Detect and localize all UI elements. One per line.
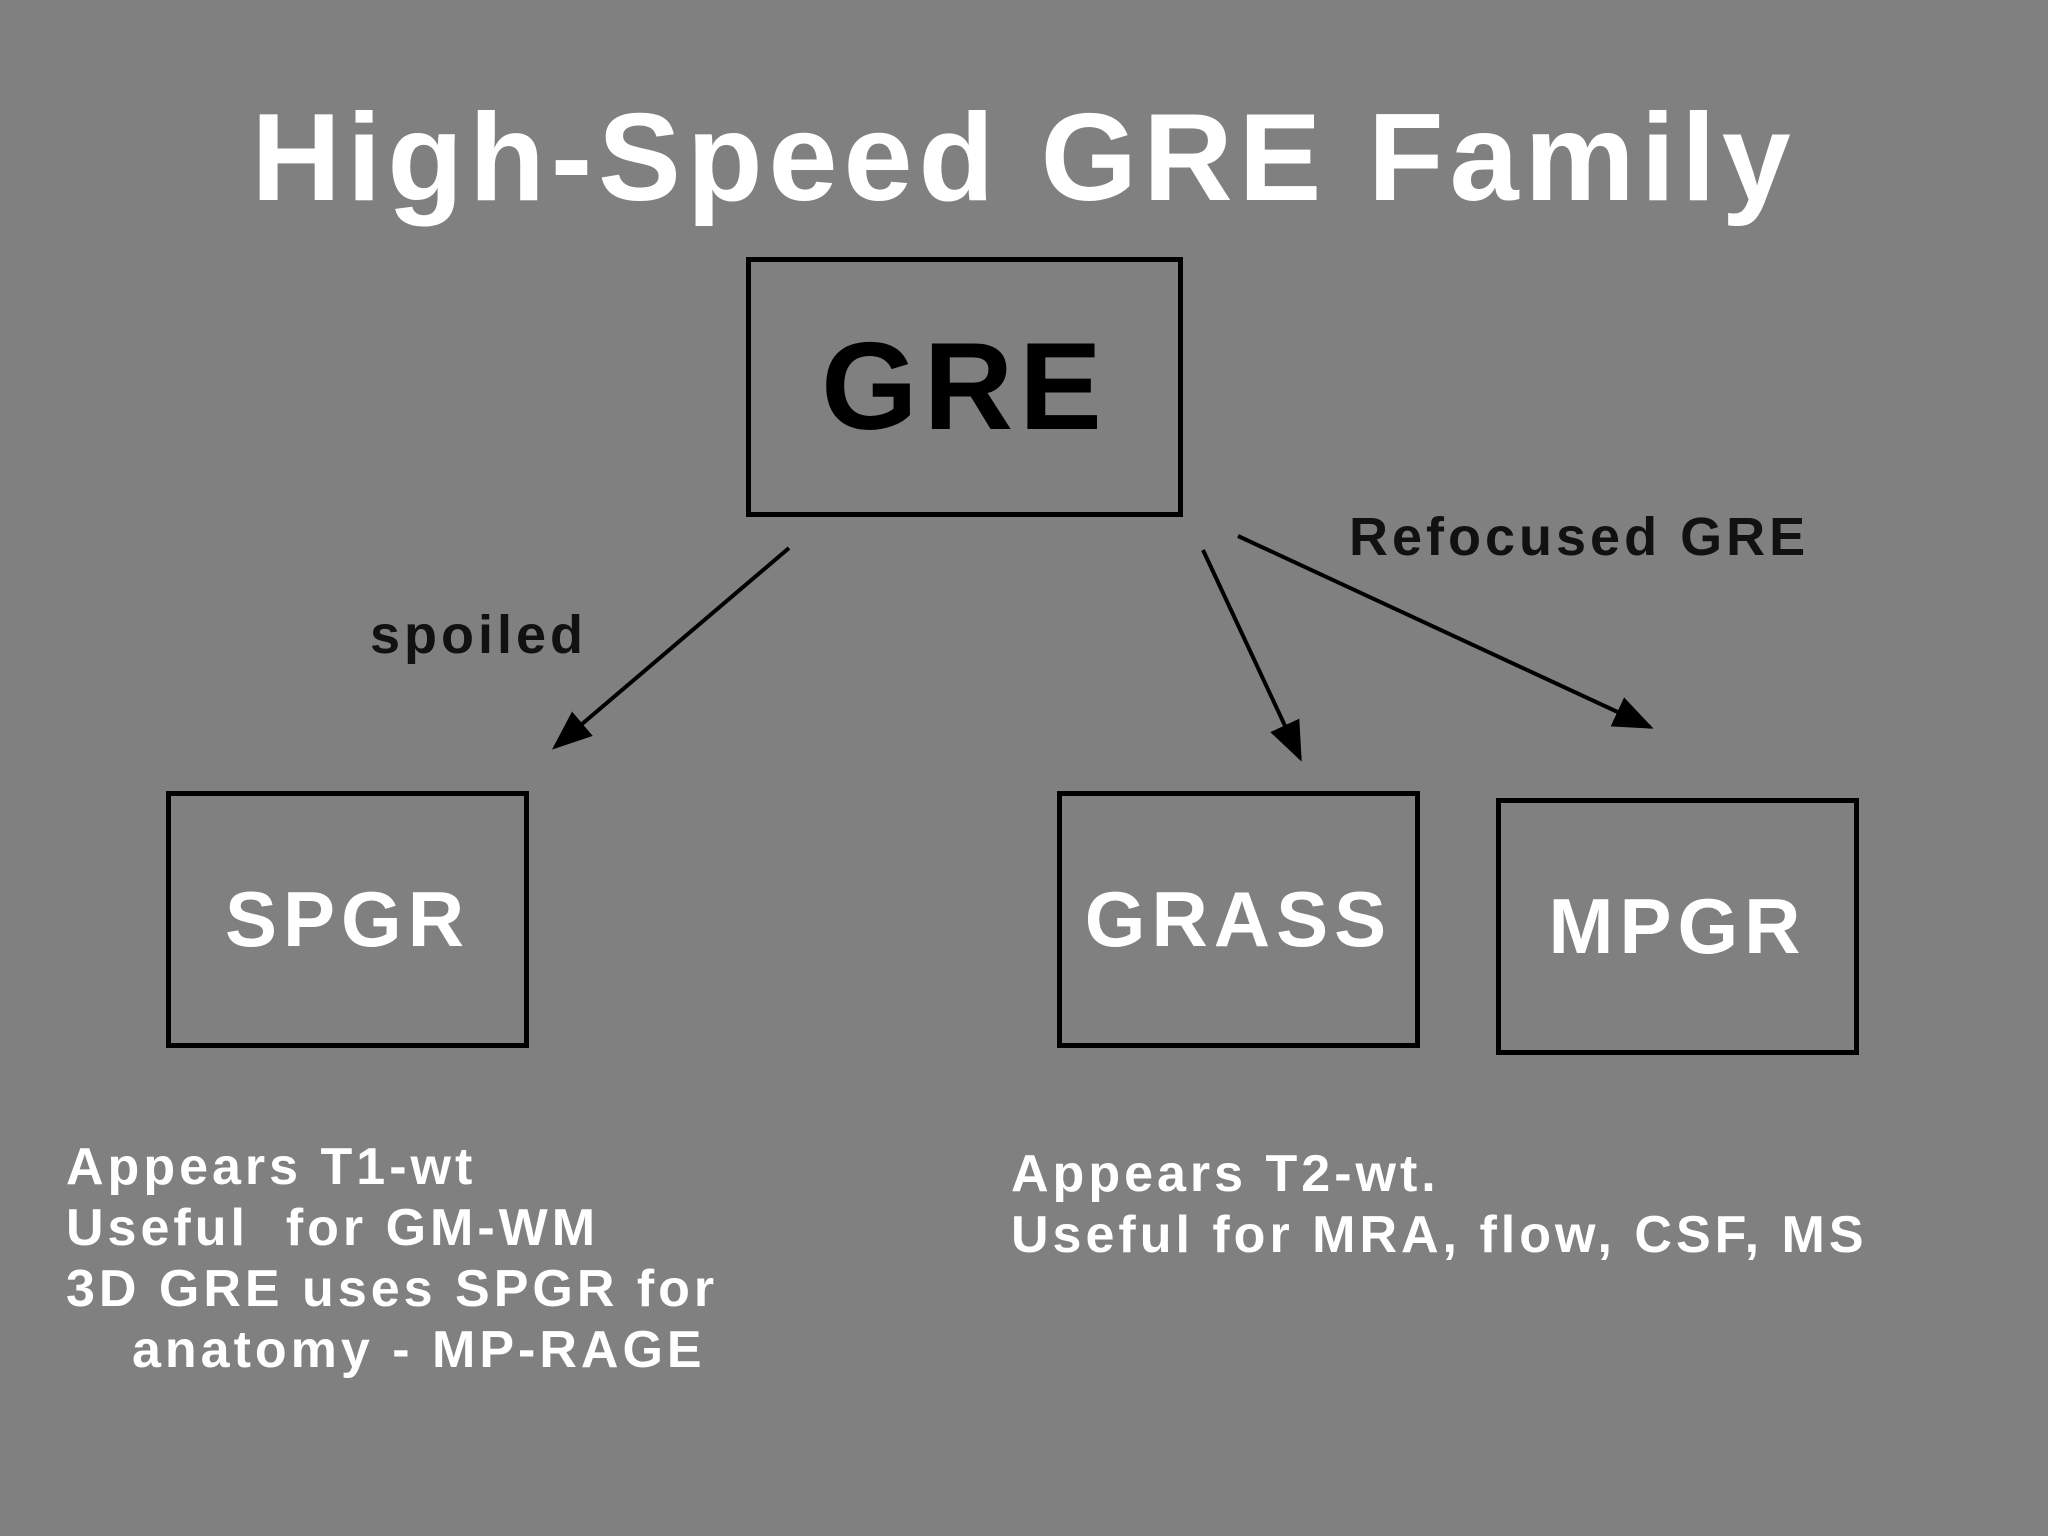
- arrow-gre-to-spgr: [551, 546, 791, 750]
- node-mpgr: MPGR: [1496, 798, 1859, 1055]
- spgr-note-line: Useful for GM-WM: [66, 1199, 600, 1257]
- refocused-note-line: Useful for MRA, flow, CSF, MS: [1011, 1206, 1868, 1264]
- spgr-notes: Appears T1-wt Useful for GM-WM 3D GRE us…: [66, 1137, 718, 1381]
- node-gre-label: GRE: [821, 318, 1108, 456]
- node-grass: GRASS: [1057, 791, 1420, 1048]
- spgr-note-line: 3D GRE uses SPGR for: [66, 1260, 719, 1318]
- edge-label-refocused: Refocused GRE: [1349, 507, 1810, 567]
- slide-title: High-Speed GRE Family: [251, 89, 1797, 227]
- node-mpgr-label: MPGR: [1548, 882, 1807, 970]
- node-spgr: SPGR: [166, 791, 529, 1048]
- refocused-note-line: Appears T2-wt.: [1011, 1145, 1440, 1203]
- node-grass-label: GRASS: [1084, 875, 1393, 963]
- arrow-gre-to-grass: [1201, 549, 1302, 762]
- spgr-note-line: Appears T1-wt: [66, 1138, 477, 1196]
- node-gre: GRE: [746, 257, 1183, 517]
- node-spgr-label: SPGR: [224, 875, 471, 963]
- edge-label-spoiled: spoiled: [370, 605, 588, 665]
- arrow-gre-to-mpgr: [1237, 534, 1654, 729]
- spgr-note-line: anatomy - MP-RAGE: [132, 1321, 706, 1379]
- refocused-notes: Appears T2-wt. Useful for MRA, flow, CSF…: [1011, 1144, 1868, 1266]
